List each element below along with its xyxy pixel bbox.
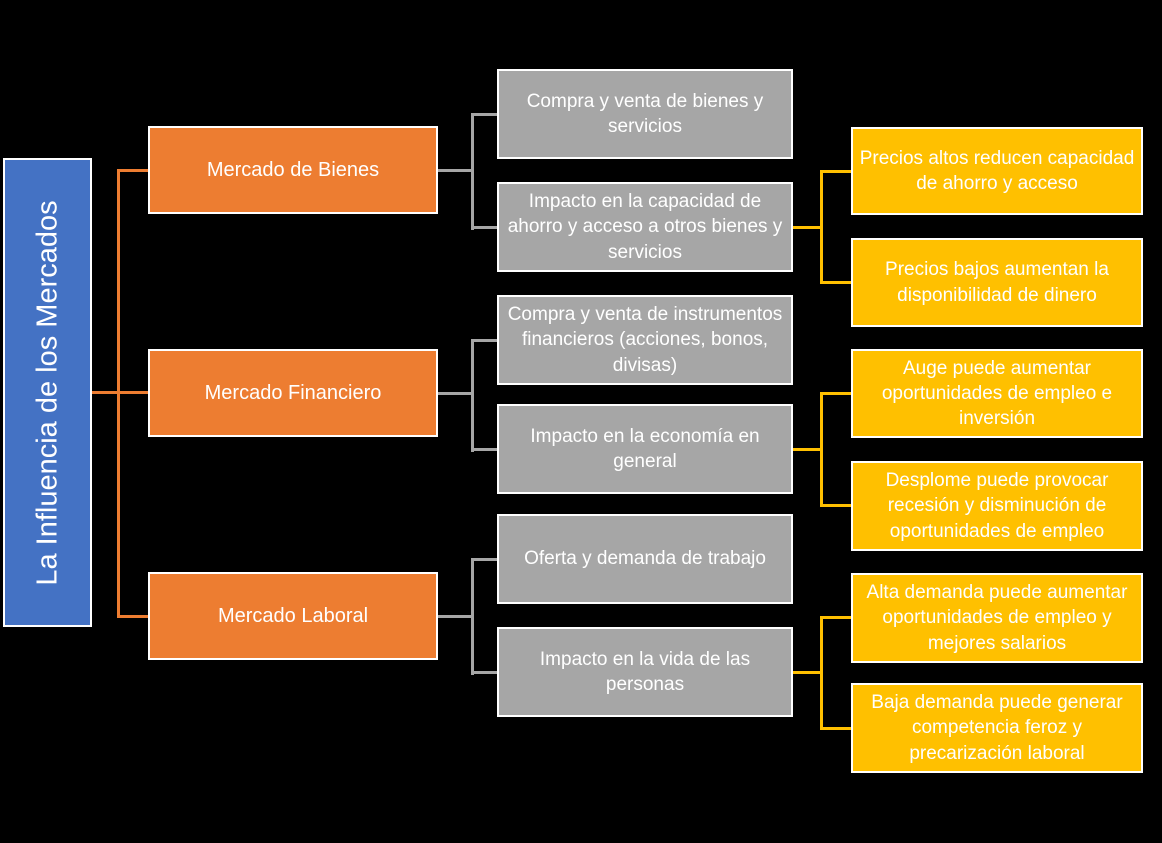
- node-text: Auge puede aumentar oportunidades de emp…: [881, 357, 1113, 430]
- connector-branch1-to-detail1: [471, 113, 497, 116]
- connector-detail2-vertical: [820, 170, 823, 284]
- node-desplome: Desplome puede provocar recesión y dismi…: [851, 461, 1143, 551]
- connector-detail6-to-outcome1: [820, 616, 851, 619]
- node-baja-demanda: Baja demanda puede generar competencia f…: [851, 683, 1143, 773]
- connector-detail6-to-outcome2: [820, 727, 851, 730]
- connector-trunk-to-branch1: [117, 169, 148, 172]
- node-label: Mercado de Bienes: [206, 158, 380, 181]
- root-title-box: La Influencia de los Mercados: [3, 158, 92, 627]
- node-impacto-economia: Impacto en la economía en general: [497, 404, 793, 494]
- connector-detail6-out: [793, 671, 823, 674]
- node-precios-altos: Precios altos reducen capacidad de ahorr…: [851, 127, 1143, 215]
- node-text: Alta demanda puede aumentar oportunidade…: [866, 582, 1128, 654]
- node-text: Baja demanda puede generar competencia f…: [871, 692, 1123, 764]
- node-mercado-financiero: Mercado Financiero: [148, 349, 438, 437]
- node-text: Impacto en la capacidad de ahorro y acce…: [507, 191, 783, 263]
- connector-detail2-to-outcome2: [820, 281, 851, 284]
- connector-detail4-to-outcome1: [820, 392, 851, 395]
- node-text: Oferta y demanda de trabajo: [524, 548, 766, 570]
- connector-branch1-vertical: [471, 113, 474, 230]
- node-text: Precios bajos aumentan la disponibilidad…: [885, 259, 1109, 306]
- connector-detail4-to-outcome2: [820, 504, 851, 507]
- connector-detail4-vertical: [820, 392, 823, 507]
- node-mercado-de-bienes: Mercado de Bienes: [148, 126, 438, 214]
- connector-branch1-out: [438, 169, 474, 172]
- node-text: Impacto en la vida de las personas: [539, 648, 751, 695]
- node-label: Mercado Laboral: [217, 604, 369, 627]
- connector-branch3-to-detail2: [471, 671, 497, 674]
- node-text: Desplome puede provocar recesión y dismi…: [885, 470, 1109, 542]
- root-title: La Influencia de los Mercados: [31, 199, 63, 586]
- connector-trunk-to-branch3: [117, 615, 148, 618]
- node-oferta-demanda-trabajo: Oferta y demanda de trabajo: [497, 514, 793, 604]
- connector-branch2-vertical: [471, 339, 474, 452]
- connector-branch2-to-detail2: [471, 448, 497, 451]
- node-text: Compra y venta de bienes y servicios: [526, 90, 764, 137]
- node-compra-venta-instrumentos: Compra y venta de instrumentos financier…: [497, 295, 793, 385]
- connector-detail4-out: [793, 448, 823, 451]
- connector-branch3-vertical: [471, 558, 474, 675]
- connector-branch3-to-detail1: [471, 558, 497, 561]
- connector-branch3-out: [438, 615, 474, 618]
- connector-branch2-to-detail1: [471, 339, 497, 342]
- connector-detail6-vertical: [820, 616, 823, 730]
- connector-detail2-to-outcome1: [820, 170, 851, 173]
- node-precios-bajos: Precios bajos aumentan la disponibilidad…: [851, 238, 1143, 327]
- node-impacto-vida-personas: Impacto en la vida de las personas: [497, 627, 793, 717]
- node-alta-demanda: Alta demanda puede aumentar oportunidade…: [851, 573, 1143, 663]
- connector-branch2-out: [438, 392, 474, 395]
- node-text: Impacto en la economía en general: [530, 425, 760, 472]
- node-label: Mercado Financiero: [204, 381, 382, 404]
- connector-root-to-trunk: [92, 391, 148, 394]
- node-text: Precios altos reducen capacidad de ahorr…: [859, 147, 1135, 194]
- node-impacto-capacidad-ahorro: Impacto en la capacidad de ahorro y acce…: [497, 182, 793, 272]
- node-mercado-laboral: Mercado Laboral: [148, 572, 438, 660]
- connector-branch1-to-detail2: [471, 226, 497, 229]
- node-compra-venta-bienes: Compra y venta de bienes y servicios: [497, 69, 793, 159]
- node-auge: Auge puede aumentar oportunidades de emp…: [851, 349, 1143, 438]
- node-text: Compra y venta de instrumentos financier…: [507, 304, 783, 376]
- connector-detail2-out: [793, 226, 823, 229]
